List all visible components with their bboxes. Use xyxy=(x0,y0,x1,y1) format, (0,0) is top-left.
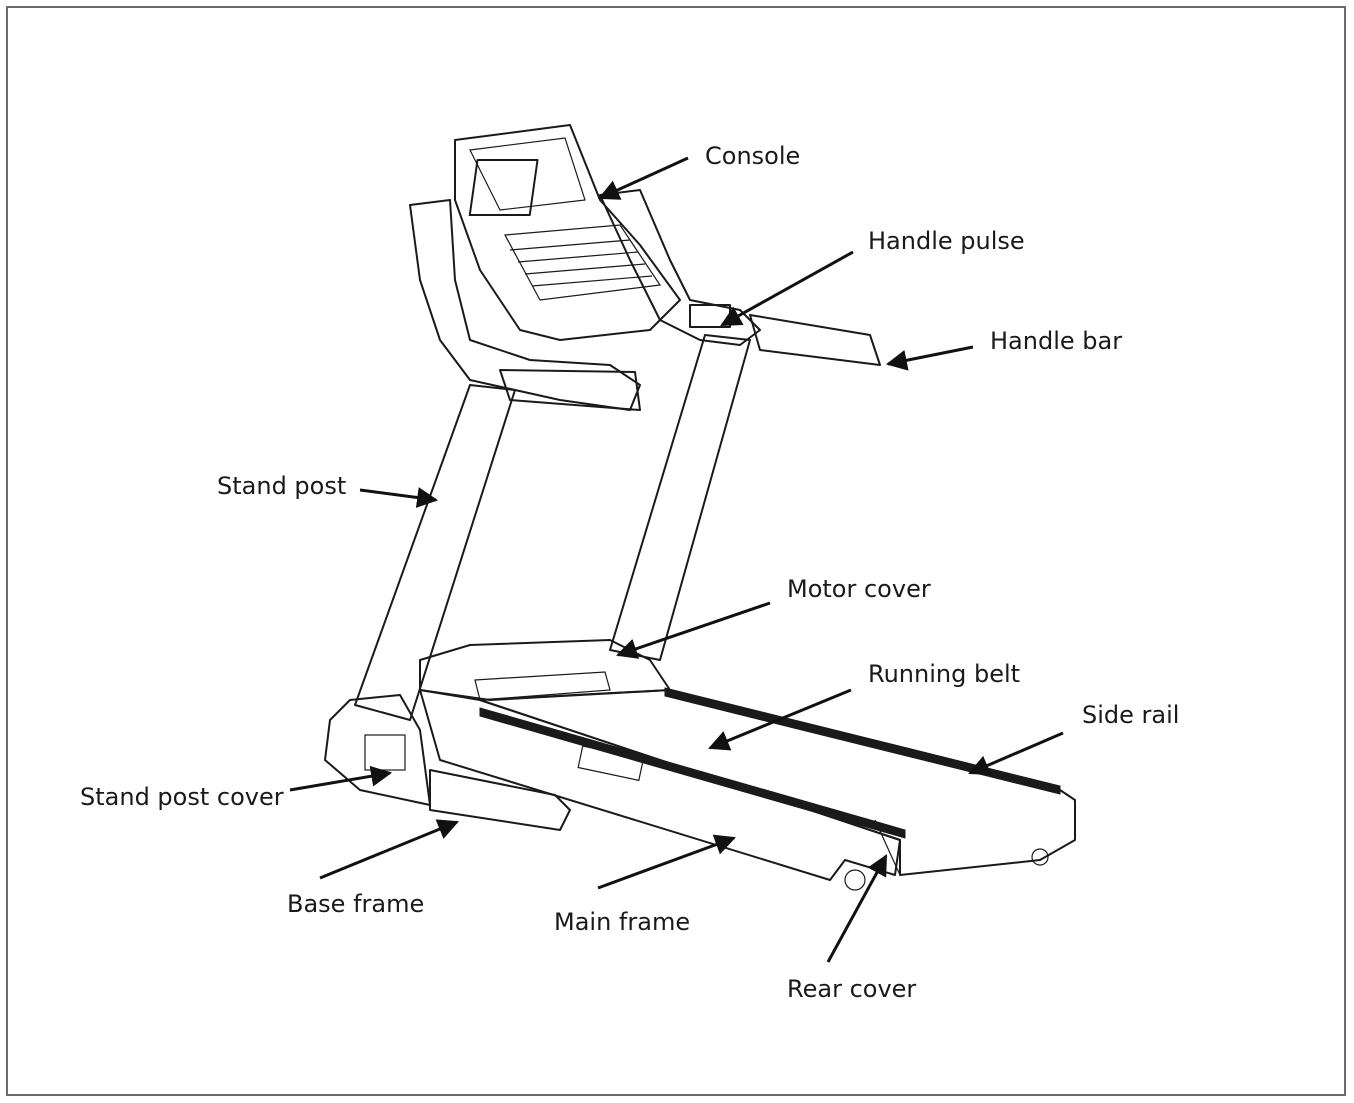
label-base-frame: Base frame xyxy=(287,890,425,918)
callout-arrows xyxy=(289,156,1064,963)
label-console: Console xyxy=(705,142,801,170)
console-part xyxy=(454,124,681,341)
label-motor-cover: Motor cover xyxy=(787,575,931,603)
label-side-rail: Side rail xyxy=(1082,701,1180,729)
label-stand-post: Stand post xyxy=(217,472,347,500)
base-frame-part xyxy=(429,769,571,831)
main-frame-part xyxy=(419,687,1076,891)
label-handle-pulse: Handle pulse xyxy=(868,227,1025,255)
label-stand-post-cover: Stand post cover xyxy=(80,783,284,811)
label-handle-bar: Handle bar xyxy=(990,327,1123,355)
stand-posts-part xyxy=(354,334,751,721)
diagram-frame xyxy=(6,6,1346,1096)
right-handle-part xyxy=(599,189,881,366)
left-handle-part xyxy=(409,199,641,411)
label-running-belt: Running belt xyxy=(868,660,1021,688)
label-rear-cover: Rear cover xyxy=(787,975,917,1003)
label-main-frame: Main frame xyxy=(554,908,691,936)
